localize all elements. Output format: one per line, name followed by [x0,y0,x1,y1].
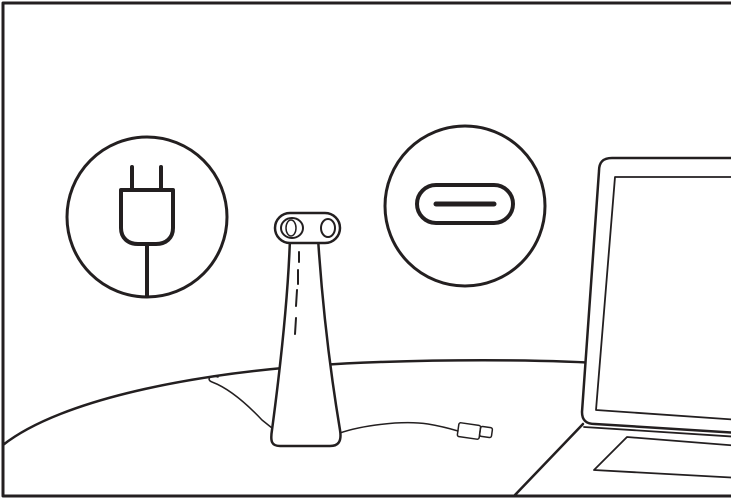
usb-c-cable [340,423,458,433]
power-plug-icon [67,137,227,297]
tower-body [271,238,340,446]
usb-c-plug [457,423,493,440]
laptop-trackpad [594,437,731,478]
laptop-screen-outer [582,158,731,433]
laptop-base [514,424,583,496]
camera-head [275,213,340,243]
cable-left [209,376,272,428]
laptop [514,158,731,496]
usb-c-port-icon [385,126,545,286]
camera-tower [271,213,340,446]
